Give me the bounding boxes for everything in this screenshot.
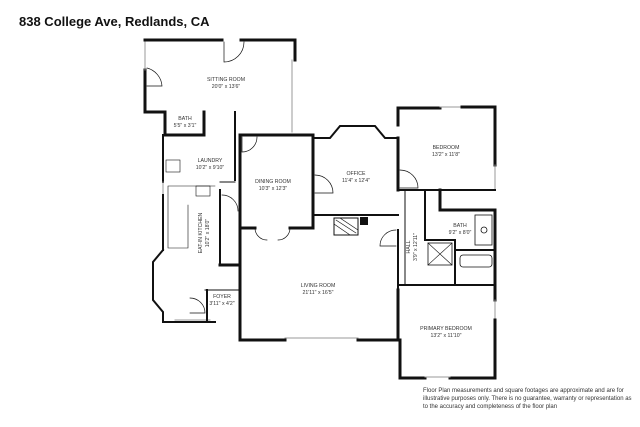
room-bedroom: BEDROOM 13'2" x 11'8" bbox=[432, 145, 460, 159]
room-name: PRIMARY BEDROOM bbox=[420, 326, 472, 332]
room-living-room: LIVING ROOM 21'11" x 16'5" bbox=[301, 283, 336, 297]
room-primary-bedroom: PRIMARY BEDROOM 13'2" x 11'10" bbox=[420, 326, 472, 340]
property-address-title: 838 College Ave, Redlands, CA bbox=[19, 14, 210, 29]
room-dining-room: DINING ROOM 10'3" x 12'3" bbox=[255, 179, 291, 193]
room-dimensions: 5'5" x 3'1" bbox=[173, 123, 197, 129]
room-name: BATH bbox=[178, 116, 192, 122]
room-dimensions: 20'0" x 13'6" bbox=[211, 84, 241, 90]
room-name: HALL bbox=[406, 240, 412, 254]
room-dimensions: 11'4" x 12'4" bbox=[341, 178, 371, 184]
room-hall: HALL 3'9" x 12'11" bbox=[406, 233, 420, 261]
room-name: BATH bbox=[453, 223, 467, 229]
room-name: FOYER bbox=[213, 294, 231, 300]
room-sitting-room: SITTING ROOM 20'0" x 13'6" bbox=[207, 77, 245, 91]
room-dimensions: 10'2" x 9'10" bbox=[195, 165, 225, 171]
room-name: BEDROOM bbox=[432, 145, 460, 151]
room-dimensions: 21'11" x 16'5" bbox=[302, 290, 334, 296]
room-eat-in-kitchen: EAT-IN KITCHEN 10'2" x 18'0" bbox=[198, 213, 212, 254]
room-name: OFFICE bbox=[346, 171, 366, 177]
room-dimensions: 9'2" x 8'0" bbox=[448, 230, 472, 236]
room-laundry: LAUNDRY 10'2" x 9'10" bbox=[196, 158, 224, 172]
room-foyer: FOYER 3'11" x 4'2" bbox=[209, 294, 234, 308]
room-dimensions: 10'3" x 12'3" bbox=[258, 186, 288, 192]
room-office: OFFICE 11'4" x 12'4" bbox=[342, 171, 370, 185]
room-dimensions: 3'11" x 4'2" bbox=[209, 301, 235, 307]
room-dimensions: 13'2" x 11'10" bbox=[430, 333, 462, 339]
room-dimensions: 13'2" x 11'8" bbox=[431, 152, 461, 158]
room-bath-small: BATH 5'5" x 3'1" bbox=[174, 116, 197, 130]
room-name: LIVING ROOM bbox=[300, 283, 336, 289]
room-dimensions: 10'2" x 18'0" bbox=[205, 218, 211, 248]
room-dimensions: 3'9" x 12'11" bbox=[413, 232, 419, 262]
room-name: EAT-IN KITCHEN bbox=[198, 212, 204, 254]
disclaimer-text: Floor Plan measurements and square foota… bbox=[423, 388, 632, 410]
room-name: SITTING ROOM bbox=[206, 77, 246, 83]
room-bath-main: BATH 9'2" x 8'0" bbox=[449, 223, 472, 237]
room-name: DINING ROOM bbox=[255, 179, 291, 185]
room-name: LAUNDRY bbox=[197, 158, 223, 164]
